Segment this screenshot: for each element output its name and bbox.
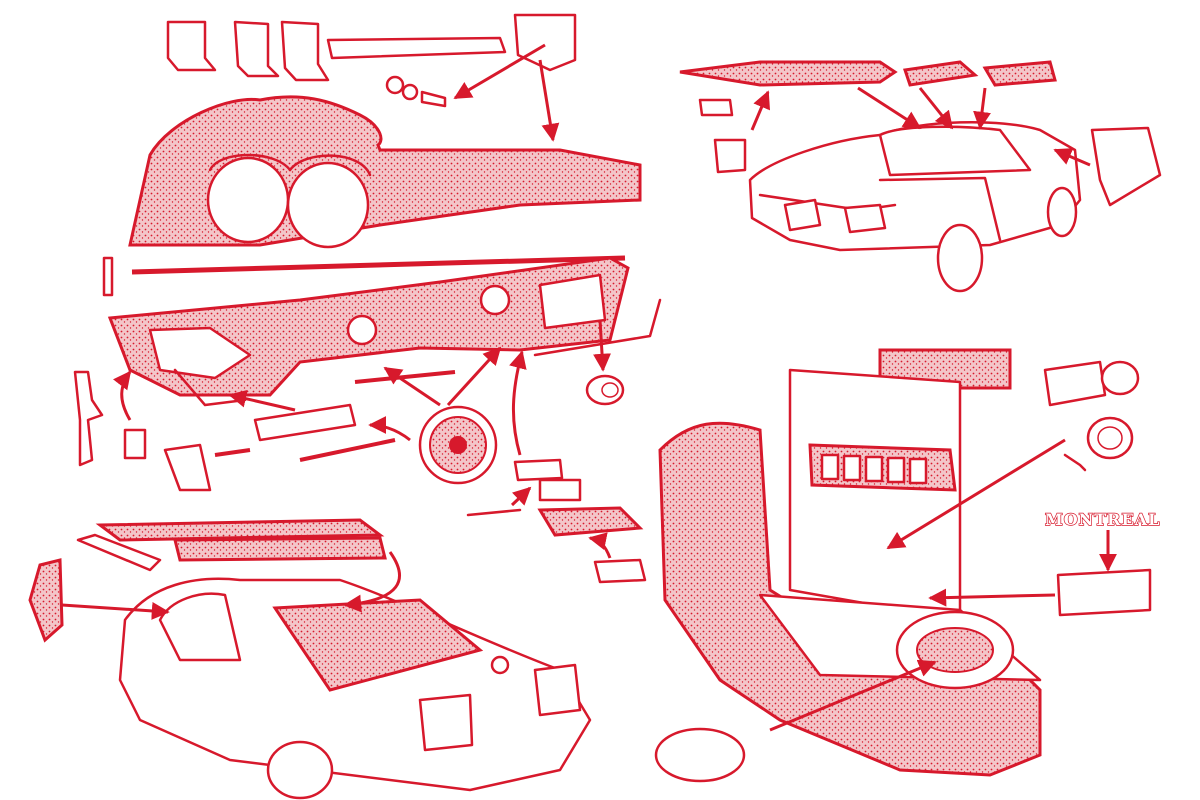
washer-2: [401, 83, 419, 101]
gauge-hood-right: [286, 161, 370, 249]
pin-1: [214, 448, 251, 457]
windshield-trim: [679, 60, 898, 87]
console-face: [788, 368, 962, 622]
arrow-speaker-to-rod: [383, 366, 441, 407]
headlight-right: [843, 203, 887, 234]
center-console: MONTREAL: [654, 348, 1160, 783]
arrow-pin: [368, 416, 411, 442]
door-line: [878, 176, 1002, 242]
tray-hinge: [513, 458, 564, 482]
fuel-cap: [490, 655, 510, 675]
tray-clip: [538, 478, 582, 502]
arrow-window-seal: [343, 551, 401, 613]
arrow-ring-to-boot: [769, 659, 937, 732]
hinge-bracket: [73, 370, 104, 467]
arrow-lighter: [886, 438, 1066, 550]
lower-recess: [148, 326, 252, 380]
latch-plate: [253, 403, 357, 442]
rear-car-view: [28, 518, 592, 800]
side-vent-grille: [1090, 126, 1162, 207]
arrow-pillar-trim: [61, 601, 170, 620]
rear-window-seal: [173, 536, 387, 562]
small-hardware: [73, 368, 396, 492]
bolt: [420, 90, 447, 108]
arrow-to-knob: [593, 319, 612, 372]
trim-strip: [131, 255, 626, 275]
front-wheel: [936, 223, 984, 293]
rear-pillar-trim: [28, 558, 64, 643]
hood-arc-1: [208, 153, 292, 172]
badge-box: [1056, 568, 1152, 617]
montreal-emblem: MONTREAL: [1045, 510, 1160, 529]
arrow-vent: [1053, 148, 1091, 167]
rod-right: [533, 298, 662, 357]
switch-row: [820, 453, 928, 485]
ashtray-assembly: [466, 458, 647, 584]
stud-pin: [102, 256, 114, 297]
hood-arc-2: [288, 154, 372, 177]
front-car-view: [679, 60, 1162, 293]
arrow-tray-up: [509, 350, 527, 456]
trim-ring: [654, 727, 746, 783]
arrow-bracket-to-bolt: [453, 43, 546, 100]
bracket-right: [280, 20, 330, 82]
arrow-box-to-console: [928, 588, 1056, 607]
spring-rod: [466, 508, 522, 517]
vent-hole-left: [346, 314, 378, 346]
speaker-unit: [418, 405, 498, 485]
arrow-visor-left: [918, 87, 954, 130]
engine-lid-louvers: [272, 598, 484, 692]
bracket-strip: [326, 36, 507, 60]
tray-lamp: [593, 558, 647, 584]
dash-pad-body: [128, 95, 642, 247]
tail-light-left: [418, 693, 474, 752]
arrow-latch: [228, 389, 296, 412]
arrow-spring: [510, 486, 532, 507]
arrow-speaker-to-panel: [446, 346, 502, 407]
pin-2: [299, 438, 396, 462]
washer-1: [385, 75, 405, 95]
vent-hole-right: [479, 284, 511, 316]
rod-center: [354, 370, 456, 384]
arrow-bracket-to-dash: [538, 59, 560, 142]
rear-roof-trim: [95, 518, 385, 542]
arrow-mirror: [750, 90, 771, 131]
bracket-box: [513, 13, 577, 72]
cigar-lighter: [1043, 360, 1140, 472]
dashboard-upper-pad: [128, 95, 642, 249]
arrow-lamp: [588, 532, 612, 559]
knob-small: [585, 374, 625, 406]
mount-plate: [163, 443, 212, 492]
tail-light-right: [533, 663, 582, 717]
visor-left: [903, 60, 979, 87]
glovebox-opening: [538, 273, 607, 330]
clip: [123, 428, 147, 460]
bracket-left: [166, 20, 217, 72]
arrow-trim-to-car: [857, 86, 922, 130]
mirror-base: [698, 98, 734, 117]
gauge-hood-left: [206, 156, 290, 244]
dashboard-lower-panel: [107, 256, 630, 397]
mounting-brackets: [166, 13, 577, 108]
visor-right: [982, 60, 1057, 87]
rear-view-mirror: [713, 138, 747, 174]
tray-body: [537, 506, 644, 537]
arrow-bracket-up: [112, 370, 132, 421]
headlight-left: [783, 198, 822, 232]
rear-wheel: [1046, 186, 1078, 238]
rear-side-trim: [76, 533, 162, 572]
arrow-visor-right: [973, 87, 991, 130]
bracket-middle: [233, 20, 280, 78]
rear-car-wheel: [266, 740, 334, 800]
